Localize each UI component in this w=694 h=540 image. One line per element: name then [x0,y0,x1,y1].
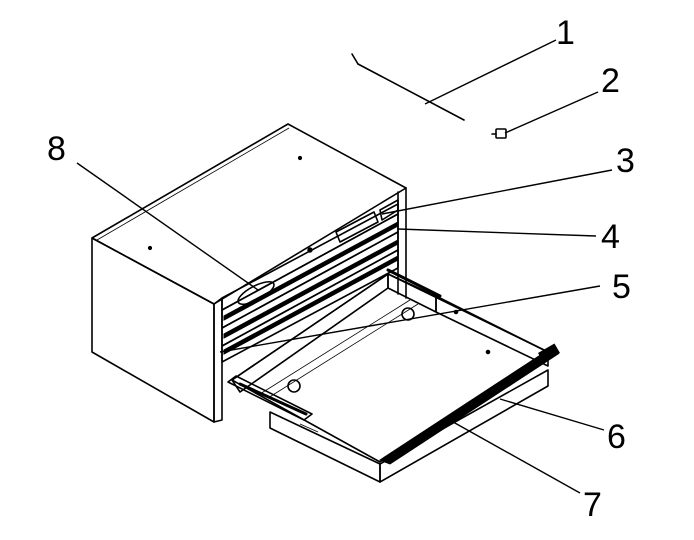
callout-4: 4 [601,218,620,256]
leader-line-5 [219,285,601,353]
callout-1: 1 [556,14,575,52]
leader-line-6 [499,398,605,431]
drawer-slide [227,268,442,421]
leader-line-4 [397,228,597,237]
drawer-pull-handle [378,343,560,465]
label-plate [335,199,399,243]
screw [491,128,507,139]
leader-line-1 [424,39,557,105]
callout-6: 6 [607,418,626,456]
open-drawer [231,273,549,463]
leader-lines [76,39,613,494]
tool-chest-body [91,123,407,423]
rod [351,53,465,121]
callout-8: 8 [47,130,66,168]
callout-2: 2 [601,62,620,100]
callout-labels: 1 2 3 4 5 6 7 8 [47,14,635,524]
leader-line-8 [76,162,259,291]
callout-3: 3 [616,142,635,180]
drawer-side-rail [269,369,549,483]
callout-7: 7 [583,486,602,524]
callout-5: 5 [612,268,631,306]
leader-line-7 [445,417,581,494]
leader-line-2 [504,91,599,134]
drawer-front-strip [223,221,399,355]
leader-line-3 [381,169,613,215]
